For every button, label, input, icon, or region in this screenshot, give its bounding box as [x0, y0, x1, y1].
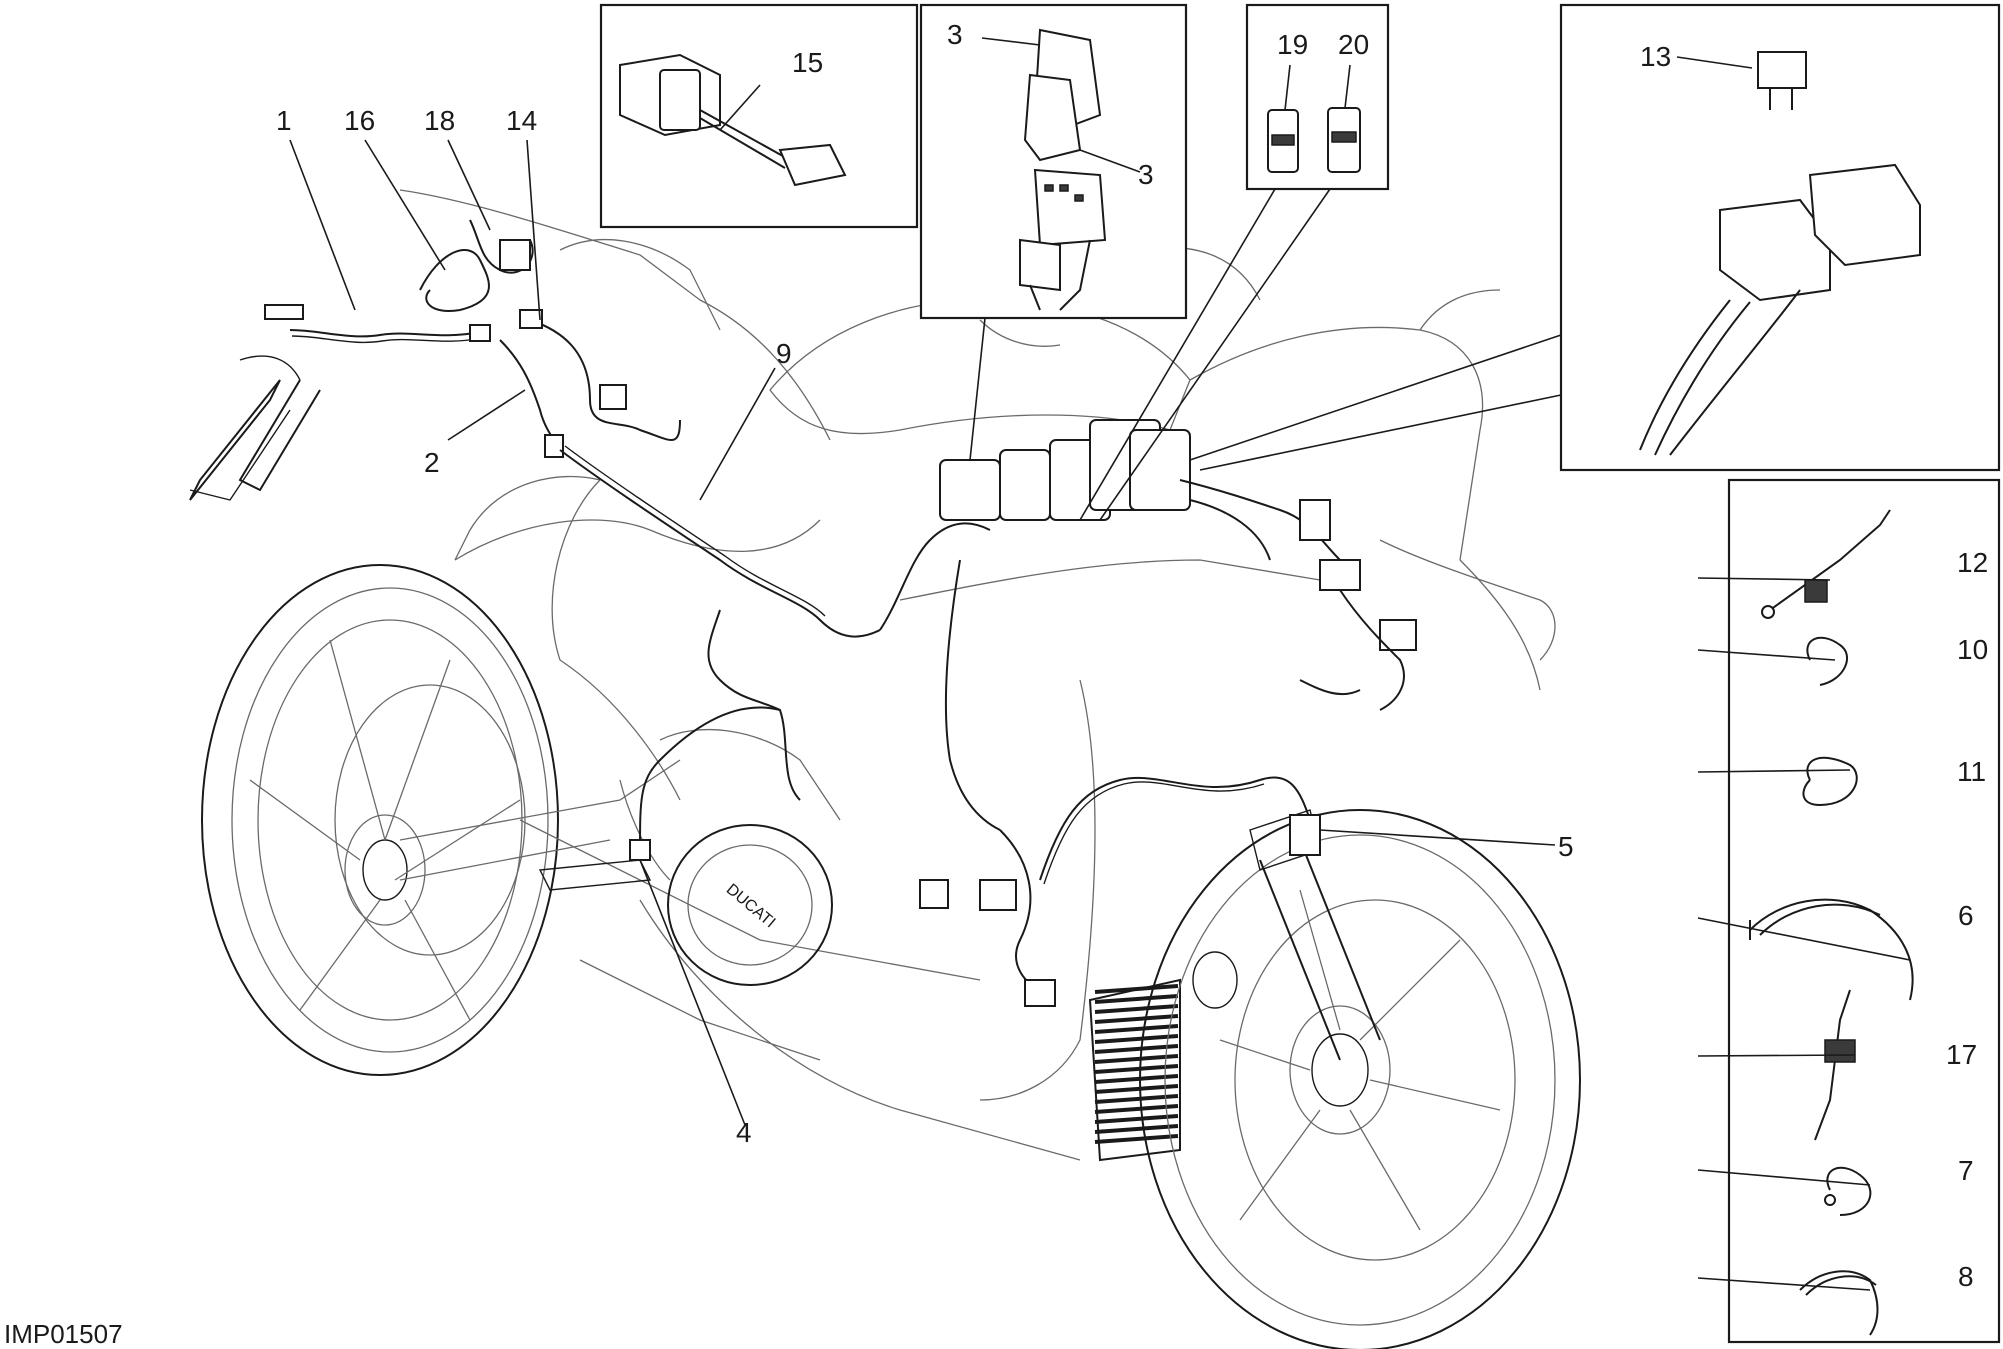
- swingarm: [399, 759, 681, 891]
- engine-brand-text: DUCATI: [723, 881, 779, 932]
- radiator-slat: [1094, 994, 1179, 1004]
- connector-16-18: [499, 239, 531, 271]
- tie-mount-12: [1804, 579, 1828, 603]
- radiator-slat: [1094, 1024, 1179, 1034]
- callout-1: 1: [276, 105, 292, 136]
- callout-13: 13: [1640, 41, 1671, 72]
- callout-8: 8: [1958, 1261, 1974, 1292]
- callout-18: 18: [424, 105, 455, 136]
- sensor-connector-4: [629, 839, 651, 861]
- callout-4: 4: [736, 1117, 752, 1148]
- radiator-slat: [1094, 1124, 1179, 1134]
- motorcycle-outline: DUCATI: [189, 189, 1581, 1349]
- callout-14: 14: [506, 105, 537, 136]
- radiator-slat: [1094, 984, 1179, 994]
- radiator-slat: [1094, 1034, 1179, 1044]
- callout-7: 7: [1958, 1155, 1974, 1186]
- radiator-slat: [1094, 1074, 1179, 1084]
- callout-19: 19: [1277, 29, 1308, 60]
- radiator-slat: [1094, 1014, 1179, 1024]
- radiator-slat: [1094, 1084, 1179, 1094]
- rear-connector: [264, 304, 304, 320]
- radiator-slat: [1094, 1094, 1179, 1104]
- fuel-tank: [769, 299, 1191, 435]
- inset-part-15: [599, 3, 919, 229]
- callout-11: 11: [1957, 756, 1986, 787]
- connector-lower: [1024, 979, 1056, 1007]
- front-connector-5: [1289, 814, 1321, 856]
- radiator: [1088, 978, 1181, 1162]
- callout-10: 10: [1957, 634, 1988, 665]
- callout-2: 2: [424, 447, 440, 478]
- inset-part-3: [919, 3, 1188, 320]
- inset-clips-ties: [1727, 478, 2001, 1344]
- leader-lines: [289, 37, 1911, 1291]
- callout-15: 15: [792, 47, 823, 78]
- headlight-connector: [1319, 559, 1361, 591]
- callout-12: 12: [1957, 547, 1988, 578]
- callout-numbers: 1 16 18 14 2 9 15 3 3 19 20 13 12 10 11 …: [276, 19, 1988, 1292]
- radiator-slat: [1094, 1064, 1179, 1074]
- callout-3-bottom: 3: [1138, 159, 1154, 190]
- connector-14b: [599, 384, 627, 410]
- callout-5: 5: [1558, 831, 1574, 862]
- radiator-slat: [1094, 1004, 1179, 1014]
- blade-fuse-13: [1757, 51, 1807, 89]
- drawing-code: IMP01507: [4, 1319, 123, 1349]
- inset-parts-19-20: [1245, 3, 1390, 191]
- callout-16: 16: [344, 105, 375, 136]
- tie-clip-17: [1824, 1039, 1856, 1063]
- tail-section: [399, 189, 981, 981]
- radiator-slat: [1094, 1104, 1179, 1114]
- callout-6: 6: [1958, 900, 1974, 931]
- connector-mid-left: [919, 879, 949, 909]
- front-fairing: [579, 246, 1556, 1161]
- radiator-slat: [1094, 1114, 1179, 1124]
- callout-9: 9: [776, 338, 792, 369]
- rear-plug: [469, 324, 491, 342]
- front-wheel: [1139, 809, 1581, 1349]
- license-plate-holder: [189, 355, 321, 501]
- rear-wheel: [201, 564, 559, 1076]
- main-wiring-harness: [264, 219, 1417, 1007]
- connector-2: [544, 434, 564, 458]
- radiator-slat: [1094, 1054, 1179, 1064]
- radiator-slat: [1094, 1134, 1179, 1144]
- callout-17: 17: [1946, 1039, 1977, 1070]
- front-fork: [1192, 809, 1381, 1061]
- inset-part-13: [1559, 3, 2001, 472]
- electronics-cluster: [939, 419, 1417, 711]
- callout-20: 20: [1338, 29, 1369, 60]
- connector-mid: [979, 879, 1017, 911]
- dash-connector: [1299, 499, 1331, 541]
- radiator-slat: [1094, 1044, 1179, 1054]
- callout-3-top: 3: [947, 19, 963, 50]
- connector-14: [519, 309, 543, 329]
